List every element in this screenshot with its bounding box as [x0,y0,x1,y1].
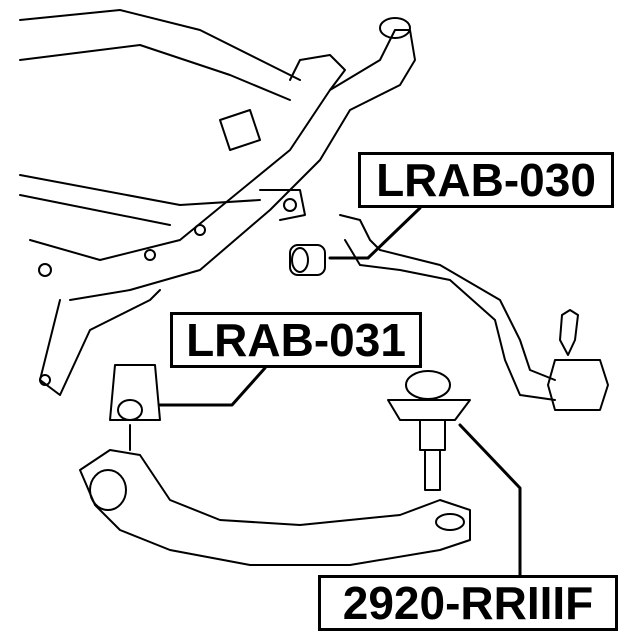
subframe [19,9,416,396]
lower-arm [79,364,471,566]
upper-arm [289,214,609,411]
part-label-2920-rriiif: 2920-RRIIIF [318,575,618,631]
part-label-lrab-030: LRAB-030 [358,152,614,208]
leader-lines [158,206,522,577]
ball-joint [387,370,471,491]
part-label-lrab-031: LRAB-031 [170,312,422,368]
